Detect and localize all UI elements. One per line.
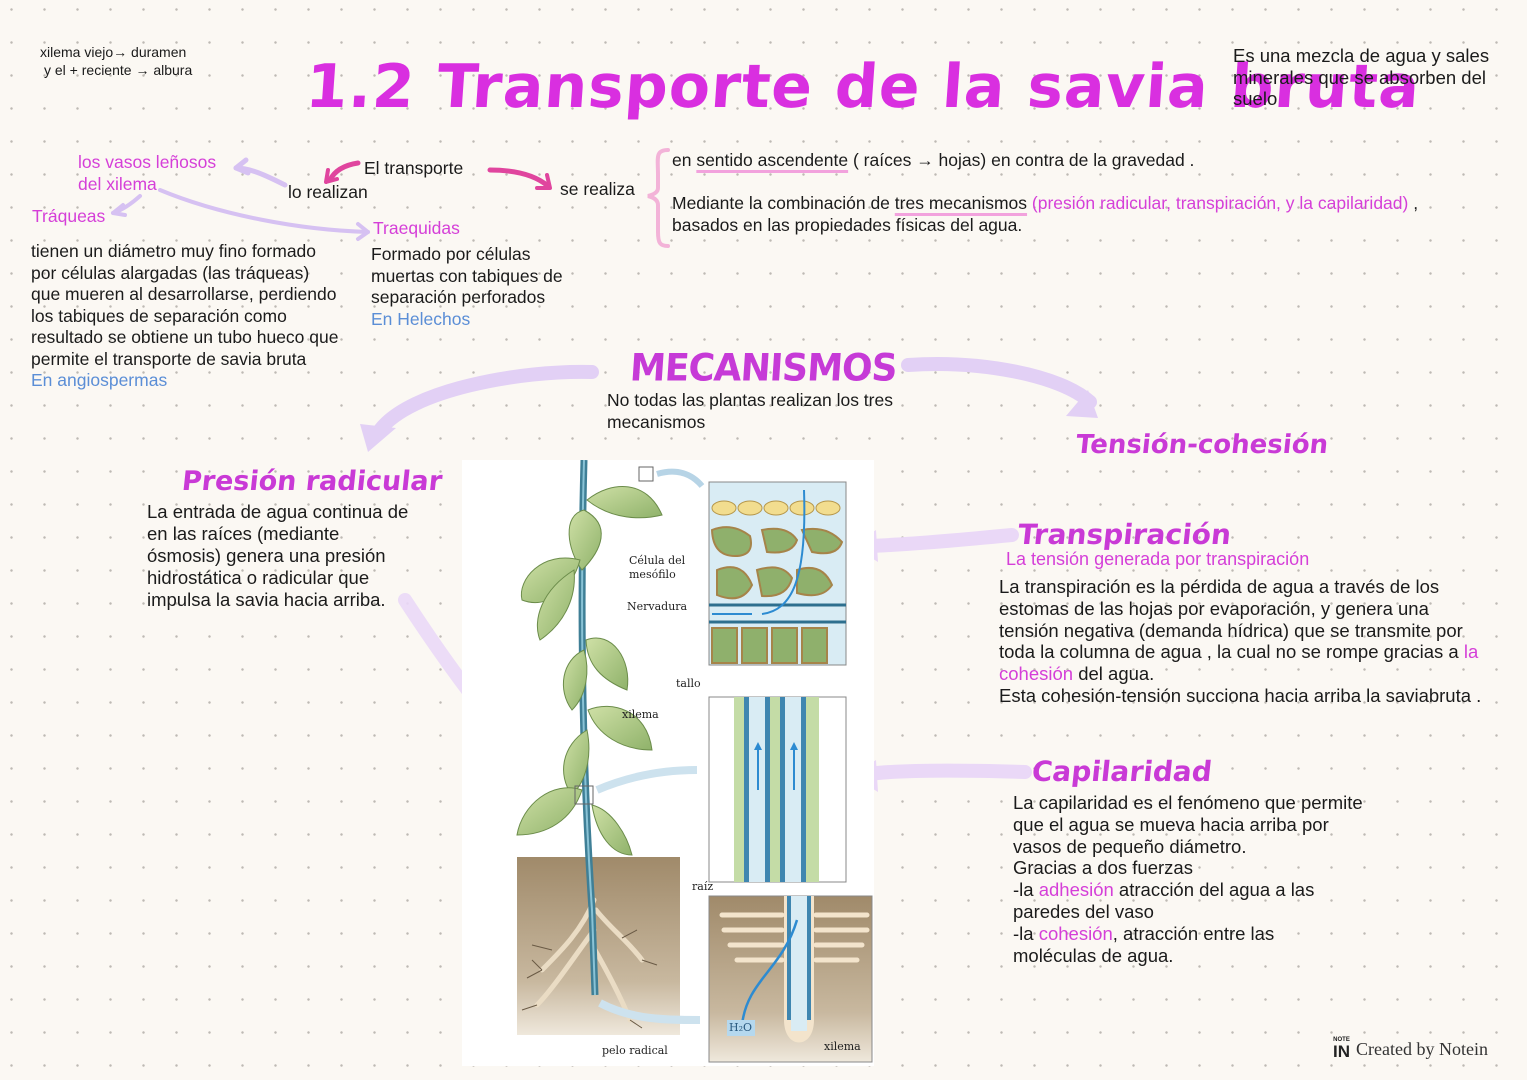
how-label: se realiza xyxy=(560,179,635,199)
label-celula-mesofilo-2: mesófilo xyxy=(629,568,676,581)
text-line: los tabiques de separación como xyxy=(31,305,287,326)
logo-main: IN xyxy=(1333,1042,1350,1061)
text-line: La transpiración es la pérdida de agua a… xyxy=(999,576,1440,597)
text: , xyxy=(1408,193,1419,213)
text-line: La capilaridad es el fenómeno que permit… xyxy=(1013,792,1363,813)
capilaridad-heading: Capilaridad xyxy=(1030,755,1214,788)
text: -la xyxy=(1013,922,1039,944)
text-line: Formado por células xyxy=(371,244,531,264)
label-tallo: tallo xyxy=(676,677,701,690)
text-line: paredes del vaso xyxy=(1013,900,1154,922)
text-line: moléculas de agua. xyxy=(1013,944,1174,966)
transport-subject: El transporte xyxy=(364,158,464,178)
vessels-line1: los vasos leñosos xyxy=(78,152,217,172)
presion-radicular-description: La entrada de agua continua de en las ra… xyxy=(147,501,408,611)
traqueas-description: tienen un diámetro muy fino formado por … xyxy=(31,241,338,392)
text: -la xyxy=(1013,879,1039,901)
definition-line: minerales que se absorben del xyxy=(1233,66,1486,88)
capilaridad-description: La capilaridad es el fenómeno que permit… xyxy=(1013,792,1363,966)
text-line: mecanismos xyxy=(607,411,706,432)
point-ascendente: en sentido ascendente ( raíces → hojas) … xyxy=(672,150,1194,172)
traqueidas-heading: Traequidas xyxy=(373,218,460,238)
plant-illustration xyxy=(516,459,873,1063)
corner-note-line2: y el + reciente → albura xyxy=(44,62,193,78)
text-line: La entrada de agua continua de xyxy=(147,501,409,522)
text-line: permite el transporte de savia bruta xyxy=(31,348,307,369)
highlight: la xyxy=(1463,641,1479,663)
text-line: estomas de las hojas por evaporación, y … xyxy=(999,597,1429,619)
mecanismos-heading: MECANISMOS xyxy=(628,346,898,391)
logo-top: NOTE xyxy=(1333,1037,1350,1043)
text-line: que el agua se mueva hacia arriba por xyxy=(1013,813,1329,835)
transpiracion-heading: Transpiración xyxy=(1016,518,1233,551)
notein-watermark: NOTE IN Created by Notein xyxy=(1333,1037,1488,1060)
underlined-term: tres mecanismos xyxy=(894,193,1028,213)
corner-note: xilema viejo→ duramen y el + reciente → … xyxy=(40,43,192,79)
corner-note-line1: xilema viejo→ duramen xyxy=(40,44,187,60)
text: basados en las propiedades físicas del a… xyxy=(672,214,1023,235)
mechanism-list: (presión radicular, transpiración, y la … xyxy=(1027,193,1409,213)
helechos-note: En Helechos xyxy=(371,308,471,329)
label-xilema: xilema xyxy=(622,708,659,721)
label-xilema-raiz: xilema xyxy=(824,1040,861,1053)
tension-cohesion-heading: Tensión-cohesión xyxy=(1074,430,1330,460)
text: del agua. xyxy=(1073,663,1155,685)
transpiracion-description: La transpiración es la pérdida de agua a… xyxy=(999,576,1481,707)
highlight: cohesión xyxy=(999,663,1074,685)
vessels-label: los vasos leñosos del xilema xyxy=(78,152,216,195)
text-line: separación perforados xyxy=(371,287,546,307)
label-raiz: raíz xyxy=(692,880,714,893)
notein-logo-icon: NOTE IN xyxy=(1333,1037,1350,1060)
plant-xylem-diagram: Célula del mesófilo Nervadura tallo xile… xyxy=(462,459,874,1066)
text-line: ósmosis) genera una presión xyxy=(147,545,386,566)
label-nervadura: Nervadura xyxy=(627,600,688,613)
text: toda la columna de agua , la cual no se … xyxy=(999,641,1464,663)
point-mecanismos: Mediante la combinación de tres mecanism… xyxy=(672,193,1418,236)
created-by-text: Created by Notein xyxy=(1356,1039,1488,1059)
text-line: vasos de pequeño diámetro. xyxy=(1013,835,1247,857)
mecanismos-note: No todas las plantas realizan los tres m… xyxy=(607,390,893,433)
label-pelo-radical: pelo radical xyxy=(602,1044,668,1057)
text: en xyxy=(672,150,697,170)
highlight: adhesión xyxy=(1038,879,1114,901)
text-line: impulsa la savia hacia arriba. xyxy=(147,589,386,610)
text-line: muertas con tabiques de xyxy=(371,265,563,286)
definition-line: Es una mezcla de agua y sales xyxy=(1233,45,1490,66)
traqueidas-description: Formado por células muertas con tabiques… xyxy=(371,244,563,330)
text-line: resultado se obtiene un tubo hueco que xyxy=(31,327,339,347)
text: Mediante la combinación de xyxy=(672,193,895,213)
text: ( raíces → hojas) en contra de la graved… xyxy=(848,150,1195,170)
highlight: cohesión xyxy=(1038,922,1113,944)
text-line: Esta cohesión-tensión succiona hacia arr… xyxy=(999,684,1482,706)
label-h2o: H₂O xyxy=(729,1021,753,1034)
vessels-line2: del xilema xyxy=(78,173,157,194)
text-line: por células alargadas (las tráqueas) xyxy=(31,262,310,283)
definition-note: Es una mezcla de agua y sales minerales … xyxy=(1233,45,1489,110)
text-line: que mueren al desarrollarse, perdiendo xyxy=(31,284,337,304)
text-line: en las raíces (mediante xyxy=(147,523,340,544)
traqueas-heading: Tráqueas xyxy=(32,206,106,226)
angiospermas-note: En angiospermas xyxy=(31,370,168,390)
text-line: No todas las plantas realizan los tres xyxy=(607,390,893,410)
text-line: hidrostática o radicular que xyxy=(147,567,370,588)
text-line: Gracias a dos fuerzas xyxy=(1013,857,1193,879)
text: atracción del agua a las xyxy=(1113,879,1315,901)
underlined-term: sentido ascendente xyxy=(696,150,849,170)
text: , atracción entre las xyxy=(1112,922,1275,944)
transpiracion-subheading: La tensión generada por transpiración xyxy=(1006,549,1310,569)
text-line: tienen un diámetro muy fino formado xyxy=(31,241,317,261)
definition-line: suelo xyxy=(1233,88,1278,109)
presion-radicular-heading: Presión radicular xyxy=(180,466,444,497)
label-celula-mesofilo-1: Célula del xyxy=(629,554,686,567)
who-label: lo realizan xyxy=(288,182,368,202)
text-line: tensión negativa (demanda hídrica) que s… xyxy=(999,619,1463,641)
